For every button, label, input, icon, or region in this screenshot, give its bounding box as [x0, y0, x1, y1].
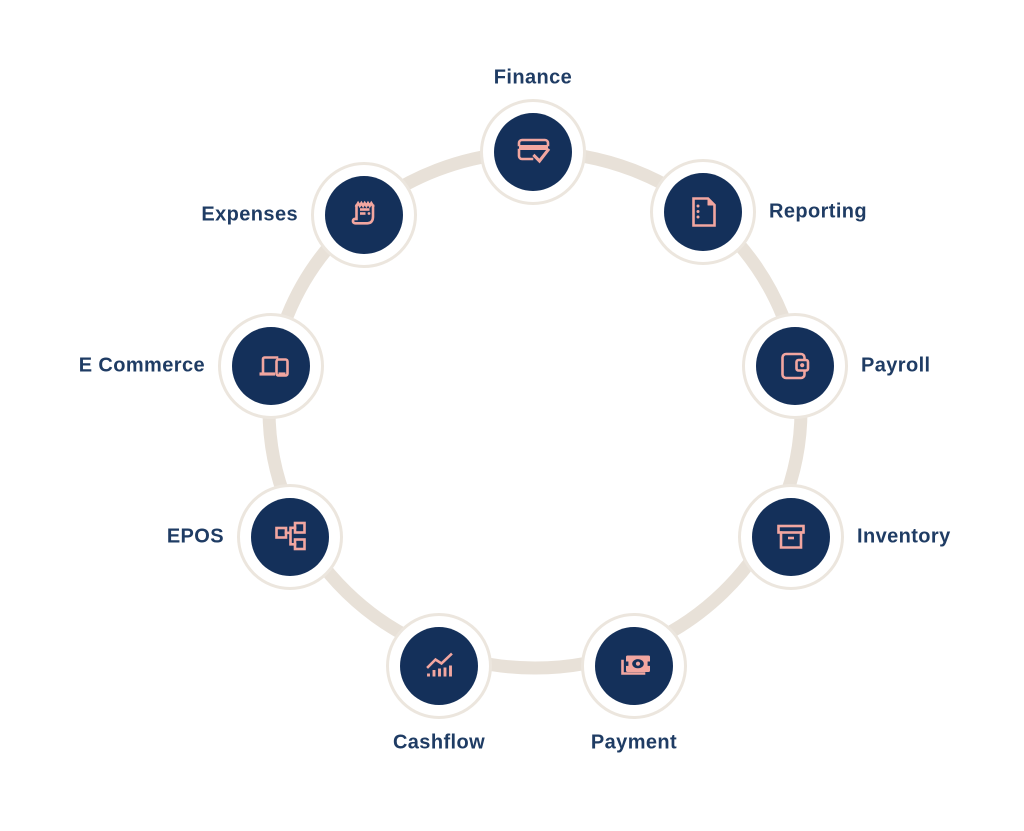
- node-circle: [752, 498, 830, 576]
- devices-icon: [259, 356, 289, 377]
- diagram-node-finance: [480, 99, 586, 205]
- diagram-node-reporting: [650, 159, 756, 265]
- node-circle: [494, 113, 572, 191]
- diagram-node-expenses: [311, 162, 417, 268]
- banknote-icon: [621, 655, 650, 675]
- diagram-node-epos: [237, 484, 343, 590]
- network-nodes-icon: [275, 521, 306, 551]
- node-circle: [664, 173, 742, 251]
- bar-line-chart-icon: [426, 652, 453, 677]
- diagram-node-payment: [581, 613, 687, 719]
- node-circle: [325, 176, 403, 254]
- node-circle: [756, 327, 834, 405]
- credit-card-check-icon: [517, 138, 551, 164]
- diagram-node-inventory: [738, 484, 844, 590]
- node-label-payroll: Payroll: [861, 354, 931, 377]
- report-document-icon: [692, 197, 716, 227]
- diagram-node-cashflow: [386, 613, 492, 719]
- node-label-epos: EPOS: [166, 525, 224, 548]
- diagram-node-e-commerce: [218, 313, 324, 419]
- node-circle: [251, 498, 329, 576]
- node-circle: [595, 627, 673, 705]
- node-label-finance: Finance: [493, 66, 573, 89]
- wallet-icon: [781, 352, 810, 380]
- archive-box-icon: [777, 524, 805, 549]
- node-label-payment: Payment: [590, 731, 678, 754]
- node-circle: [400, 627, 478, 705]
- node-label-expenses: Expenses: [201, 203, 298, 226]
- node-label-inventory: Inventory: [857, 525, 951, 548]
- node-label-cashflow: Cashflow: [392, 731, 486, 754]
- node-label-reporting: Reporting: [769, 200, 868, 223]
- node-circle: [232, 327, 310, 405]
- node-label-e-commerce: E Commerce: [78, 354, 205, 377]
- receipt-icon: [351, 200, 375, 225]
- diagram-node-payroll: [742, 313, 848, 419]
